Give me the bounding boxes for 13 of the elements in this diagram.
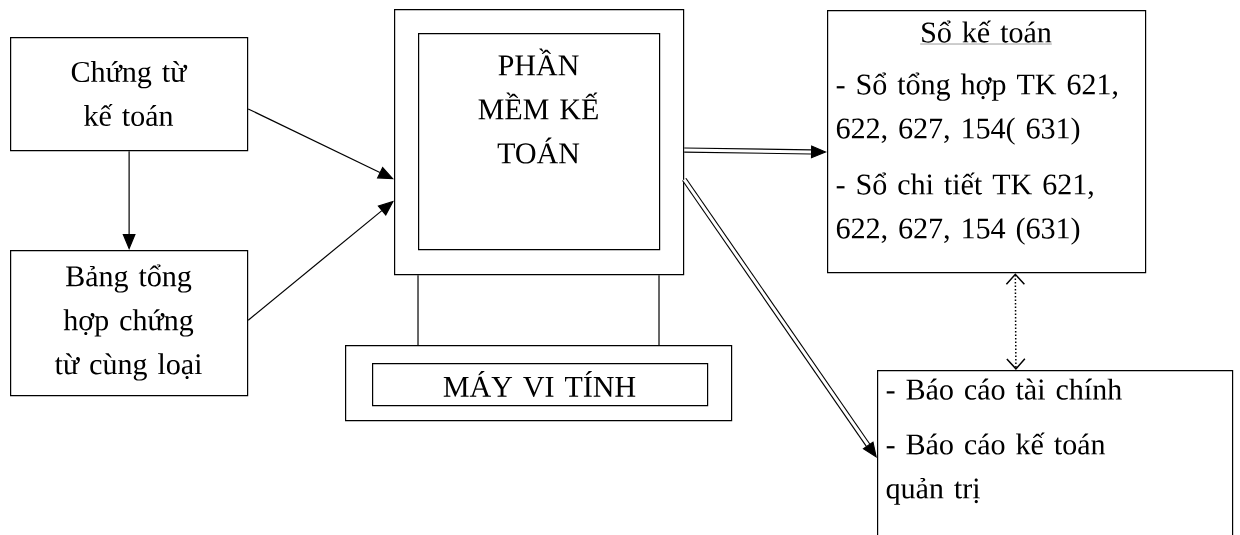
process-box: Chứng từ kế toán (10, 37, 249, 152)
base-label-box: MÁY VI TÍNH (372, 363, 709, 407)
arrow (247, 108, 394, 180)
connector-line (417, 274, 419, 346)
arrow (1005, 273, 1026, 370)
process-box: Bảng tổng hợp chứng từ cùng loại (10, 250, 249, 397)
connector-line (658, 274, 660, 346)
monitor-frame (394, 9, 685, 276)
ledger-box: Sổ kế toán - Sổ tổng hợp TK 621, 622, 627, 154( 631) - Sổ chi tiết TK 621, 622, 627, 154 (631) (827, 10, 1147, 274)
screen-box: PHẦN MỀM KẾ TOÁN (418, 33, 661, 251)
computer-base (345, 345, 733, 422)
report-box: - Báo cáo tài chính - Báo cáo kế toán quản trị (877, 370, 1234, 535)
arrow (684, 145, 827, 159)
